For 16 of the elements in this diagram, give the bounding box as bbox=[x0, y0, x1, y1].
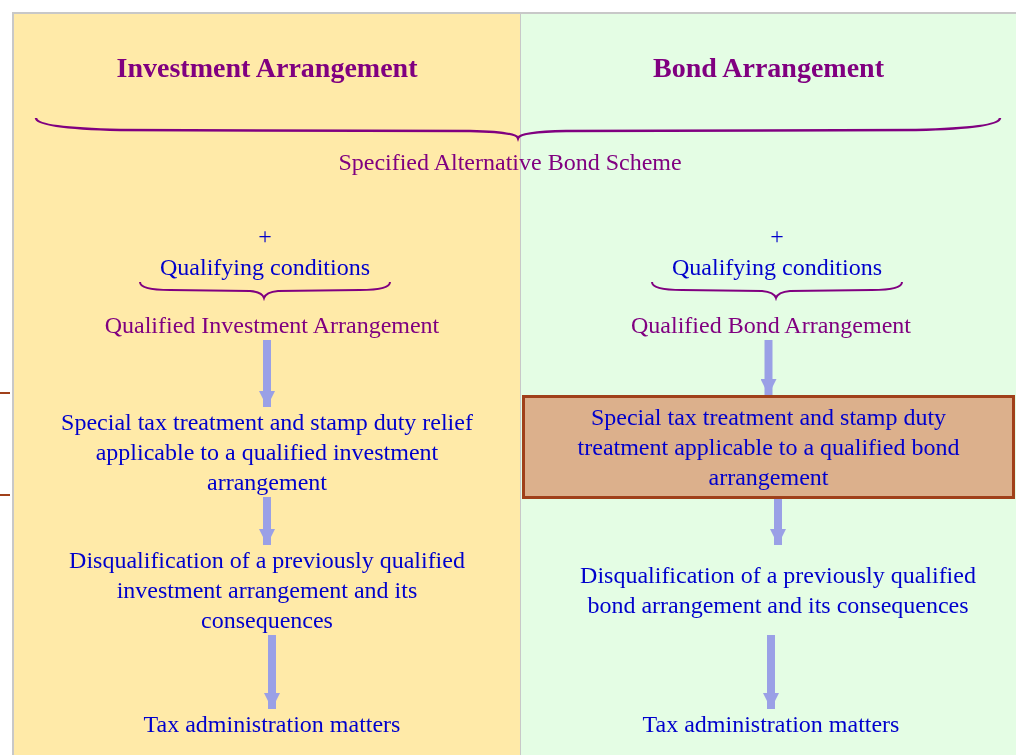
step-text: Tax administration matters bbox=[641, 710, 901, 739]
highlight-box bbox=[522, 395, 1015, 499]
step-text: Disqualification of a previously qualified bond arrangement and its consequences bbox=[579, 561, 977, 620]
step-text: Special tax treatment and stamp duty relief applicable to a qualified investment arrangement bbox=[60, 408, 474, 497]
step-text: Qualified Bond Arrangement bbox=[630, 311, 912, 340]
condition-label: + bbox=[769, 224, 785, 248]
column-heading: Bond Arrangement bbox=[652, 51, 885, 85]
condition-label: Qualifying conditions bbox=[159, 253, 371, 282]
scheme-label: Specified Alternative Bond Scheme bbox=[337, 148, 683, 177]
box-text: Special tax treatment and stamp duty treatment applicable to a qualified bond arrangement bbox=[576, 403, 961, 492]
step-text: Disqualification of a previously qualified investment arrangement and its consequences bbox=[68, 546, 466, 635]
step-text: Qualified Investment Arrangement bbox=[103, 311, 441, 340]
condition-label: Qualifying conditions bbox=[671, 253, 883, 282]
condition-label: + bbox=[257, 224, 273, 248]
step-text: Tax administration matters bbox=[142, 710, 402, 739]
column-heading: Investment Arrangement bbox=[115, 51, 419, 85]
